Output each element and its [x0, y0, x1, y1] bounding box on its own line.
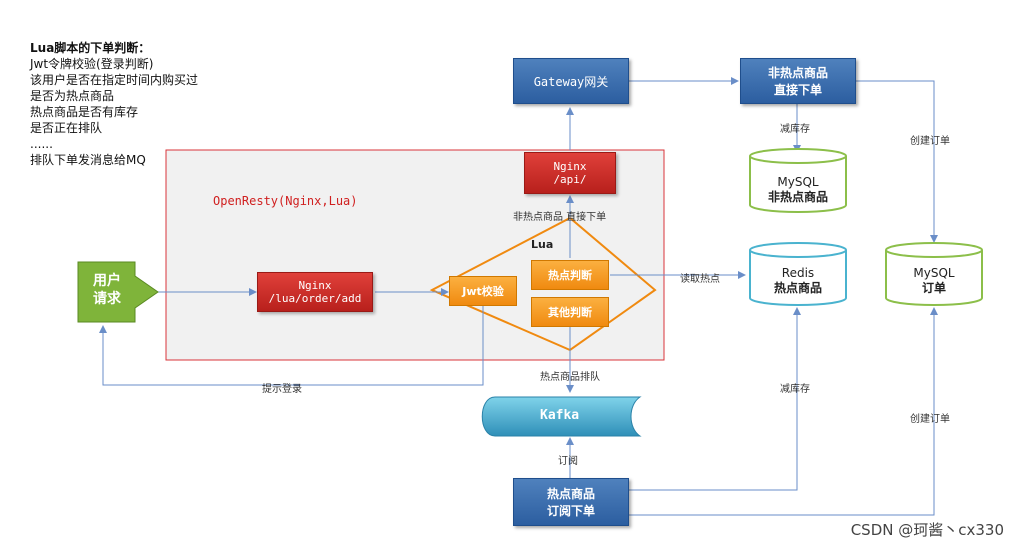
- lua-label: Lua: [531, 238, 554, 251]
- label-reduce-stock-2: 减库存: [780, 384, 810, 395]
- redis-hot-line1: Redis: [781, 266, 815, 280]
- jwt-check-label: Jwt校验: [462, 285, 504, 298]
- mysql-order-cylinder: [885, 242, 983, 306]
- redis-hot-line2: 热点商品: [773, 281, 822, 295]
- nginx-lua-box: Nginx /lua/order/add: [257, 272, 373, 312]
- hot-subscribe-line1: 热点商品: [546, 487, 595, 501]
- hot-check-label: 热点判断: [548, 269, 592, 282]
- label-subscribe: 订阅: [558, 456, 578, 467]
- gateway-box: Gateway网关: [513, 58, 629, 104]
- user-request-arrow-shape: [77, 261, 159, 323]
- mysql-nonhot-label: MySQL 非热点商品: [750, 175, 846, 205]
- redis-hot-cylinder: [749, 242, 847, 306]
- notes-line: ......: [30, 137, 53, 151]
- redis-hot-label: Redis 热点商品: [750, 266, 846, 296]
- nginx-lua-line1: Nginx: [298, 279, 332, 292]
- label-reduce-stock-1: 减库存: [780, 124, 810, 135]
- hot-check-box: 热点判断: [531, 260, 609, 290]
- mysql-nonhot-line1: MySQL: [777, 175, 819, 189]
- jwt-check-box: Jwt校验: [449, 276, 517, 306]
- nginx-lua-line2: /lua/order/add: [268, 292, 362, 305]
- label-read-hot: 读取热点: [680, 274, 720, 285]
- mysql-nonhot-cylinder: [749, 148, 847, 213]
- notes-line: 热点商品是否有库存: [30, 105, 139, 119]
- user-request-label: 用户 请求: [80, 272, 134, 308]
- mysql-order-label: MySQL 订单: [886, 266, 982, 296]
- other-check-label: 其他判断: [548, 306, 592, 319]
- label-create-order-2: 创建订单: [910, 414, 950, 425]
- notes-line: 是否为热点商品: [30, 89, 115, 103]
- non-hot-direct-line1: 非热点商品: [767, 66, 828, 80]
- notes-line: 是否正在排队: [30, 121, 103, 135]
- lua-diamond: [429, 216, 657, 352]
- mysql-order-line2: 订单: [921, 281, 946, 295]
- notes-line: 该用户是否在指定时间内购买过: [30, 73, 199, 87]
- notes-line: Jwt令牌校验(登录判断): [30, 57, 154, 71]
- openresty-label: OpenResty(Nginx,Lua): [213, 194, 358, 208]
- notes-line: 排队下单发消息给MQ: [30, 153, 146, 167]
- label-nonhot-direct-order: 非热点商品 直接下单: [513, 212, 607, 223]
- label-hot-queue: 热点商品排队: [540, 372, 600, 383]
- non-hot-direct-box: 非热点商品 直接下单: [740, 58, 856, 104]
- mysql-order-line1: MySQL: [913, 266, 955, 280]
- kafka-label: Kafka: [540, 408, 580, 423]
- notes-title: Lua脚本的下单判断：: [30, 41, 151, 55]
- label-prompt-login: 提示登录: [262, 384, 302, 395]
- hot-subscribe-box: 热点商品 订阅下单: [513, 478, 629, 526]
- nginx-api-line1: Nginx: [553, 160, 587, 173]
- label-create-order-1: 创建订单: [910, 136, 950, 147]
- notes-block: Lua脚本的下单判断： Jwt令牌校验(登录判断) 该用户是否在指定时间内购买过…: [30, 40, 198, 168]
- hot-subscribe-line2: 订阅下单: [546, 504, 595, 518]
- watermark: CSDN @珂酱丶cx330: [850, 521, 1004, 539]
- other-check-box: 其他判断: [531, 297, 609, 327]
- nginx-api-line2: /api/: [553, 173, 587, 186]
- kafka-shape: [481, 396, 642, 437]
- mysql-nonhot-line2: 非热点商品: [767, 190, 828, 204]
- non-hot-direct-line2: 直接下单: [773, 83, 822, 97]
- gateway-label: Gateway网关: [533, 74, 609, 89]
- nginx-api-box: Nginx /api/: [524, 152, 616, 194]
- user-request-line2: 请求: [93, 291, 121, 307]
- user-request-line1: 用户: [93, 273, 121, 289]
